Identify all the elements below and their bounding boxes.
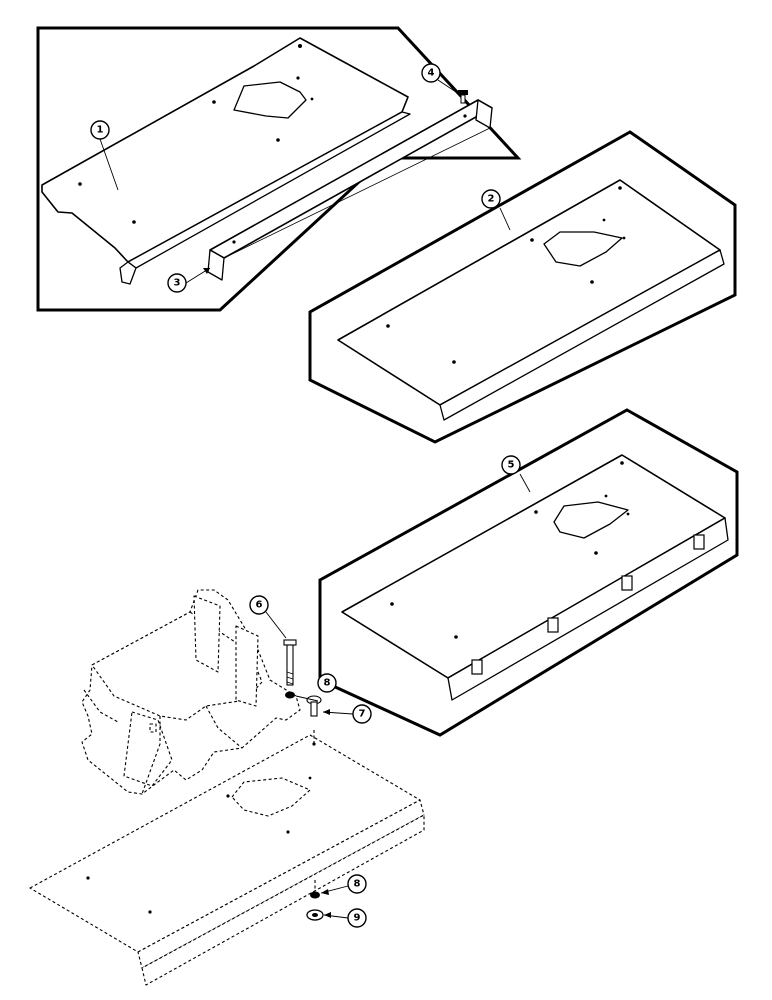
callout-7-label: 7	[359, 709, 366, 720]
plate-5-flange	[447, 517, 729, 701]
callout-3-label: 3	[174, 278, 181, 289]
mounting-bracket-phantom	[81, 589, 301, 795]
plate-1-flange-lower	[119, 261, 137, 285]
clip	[471, 659, 483, 675]
strip-3-flange	[207, 249, 225, 281]
plate-2-flange	[439, 249, 725, 421]
callout-5-label: 5	[508, 460, 515, 471]
plate-2-cutout	[543, 231, 623, 267]
callout-2: 2	[481, 189, 511, 231]
callout-3: 3	[167, 267, 211, 293]
bolt-item-6	[283, 639, 297, 686]
clip	[621, 575, 633, 591]
callout-1: 1	[90, 120, 119, 191]
clip	[693, 534, 705, 550]
callout-6: 6	[249, 595, 287, 639]
washer-item-8-lower	[310, 891, 320, 899]
clip	[547, 617, 559, 633]
callout-8-upper-label: 8	[324, 678, 331, 689]
detail-panel-1	[36, 26, 522, 312]
callout-9: 9	[323, 908, 367, 928]
callout-4-label: 4	[428, 68, 435, 79]
detail-panel-5	[318, 408, 739, 737]
callout-7: 7	[322, 704, 372, 724]
plate-5-cutout	[553, 501, 629, 539]
washer-item-8	[285, 691, 295, 699]
nut-item-9	[306, 909, 324, 921]
callout-5: 5	[501, 455, 531, 493]
callout-8-lower-label: 8	[354, 879, 361, 890]
callout-6-label: 6	[256, 600, 263, 611]
callout-4: 4	[421, 63, 457, 93]
plate-item-phantom	[29, 730, 425, 986]
plate-1-cutout	[233, 81, 307, 119]
callout-2-label: 2	[488, 194, 495, 205]
callout-8-lower: 8	[320, 874, 367, 895]
callout-1-label: 1	[97, 125, 104, 136]
bolt-item-7	[306, 695, 322, 717]
callout-8-upper: 8	[295, 673, 337, 702]
detail-panel-2	[308, 130, 737, 444]
callout-9-label: 9	[354, 913, 361, 924]
bolt-item-4	[458, 90, 468, 104]
